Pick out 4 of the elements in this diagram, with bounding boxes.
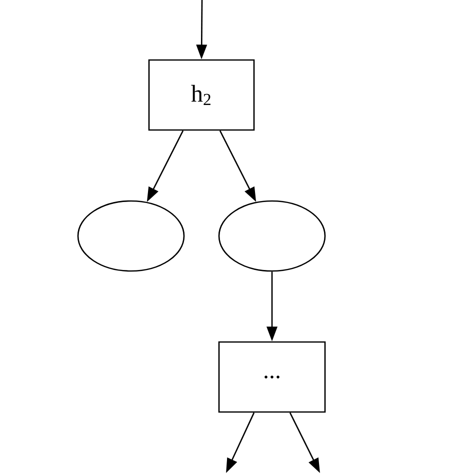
ellipse-node (218, 200, 326, 272)
process-box: ... (218, 341, 326, 413)
ellipse-node (77, 200, 185, 272)
process-box: h$_{2}$ (148, 59, 255, 131)
